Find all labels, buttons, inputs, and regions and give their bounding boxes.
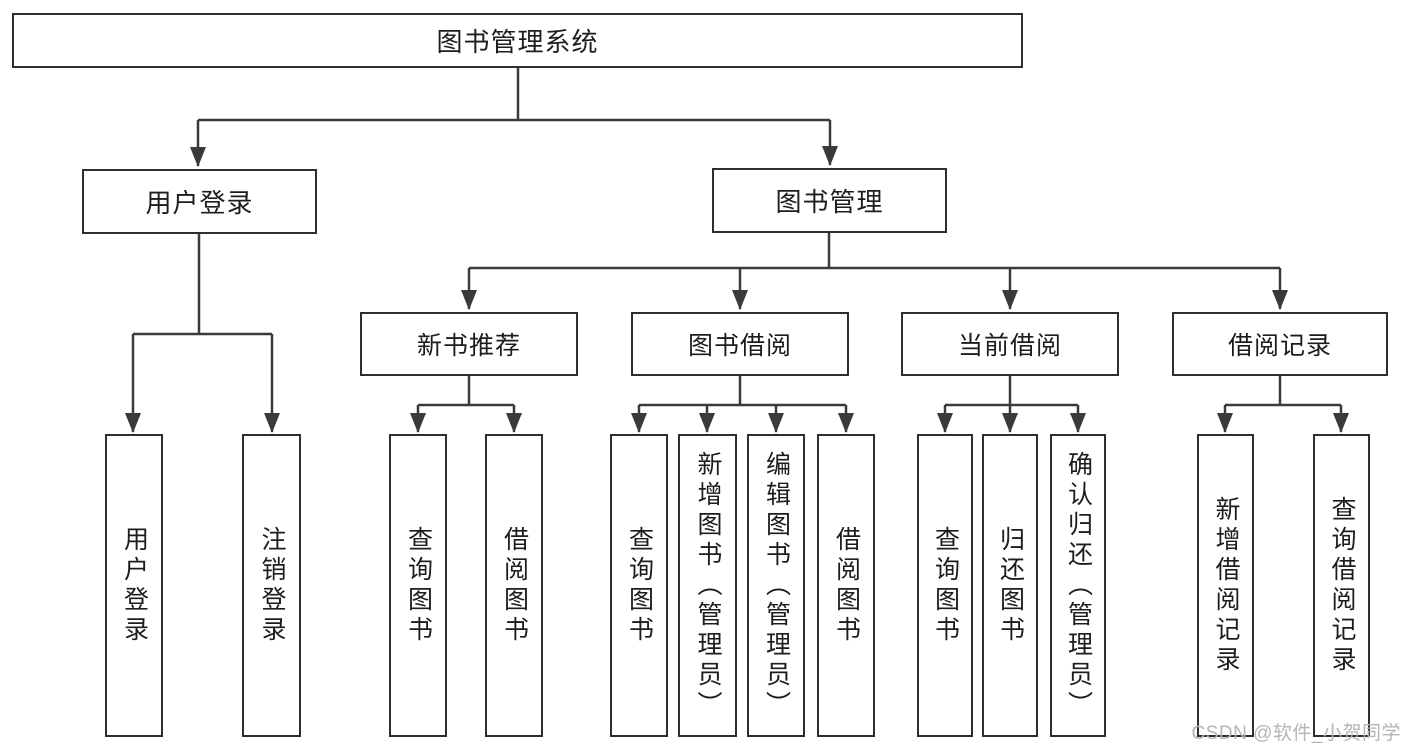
leaf-add-books-admin: 新增图书（管理员） [678,434,737,737]
leaf-logout: 注销登录 [242,434,301,737]
node-borrowing-records: 借阅记录 [1172,312,1388,376]
node-current-borrowing: 当前借阅 [901,312,1119,376]
leaf-return-books: 归还图书 [982,434,1038,737]
leaf-confirm-return-admin: 确认归还（管理员） [1050,434,1106,737]
leaf-query-borrow-record: 查询借阅记录 [1313,434,1370,737]
leaf-query-books-current: 查询图书 [917,434,973,737]
leaf-query-books-borrow: 查询图书 [610,434,668,737]
leaf-borrow-books: 借阅图书 [817,434,875,737]
node-book-borrowing: 图书借阅 [631,312,849,376]
node-book-management-module: 图书管理 [712,168,947,233]
leaf-add-borrow-record: 新增借阅记录 [1197,434,1254,737]
csdn-watermark: CSDN @软件_小贺同学 [1191,723,1401,744]
leaf-borrow-books-recommend: 借阅图书 [485,434,543,737]
node-new-book-recommend: 新书推荐 [360,312,578,376]
leaf-user-login: 用户登录 [105,434,163,737]
node-user-login-module: 用户登录 [82,169,317,234]
leaf-query-books-recommend: 查询图书 [389,434,447,737]
leaf-edit-books-admin: 编辑图书（管理员） [747,434,805,737]
node-root-system: 图书管理系统 [12,13,1023,68]
